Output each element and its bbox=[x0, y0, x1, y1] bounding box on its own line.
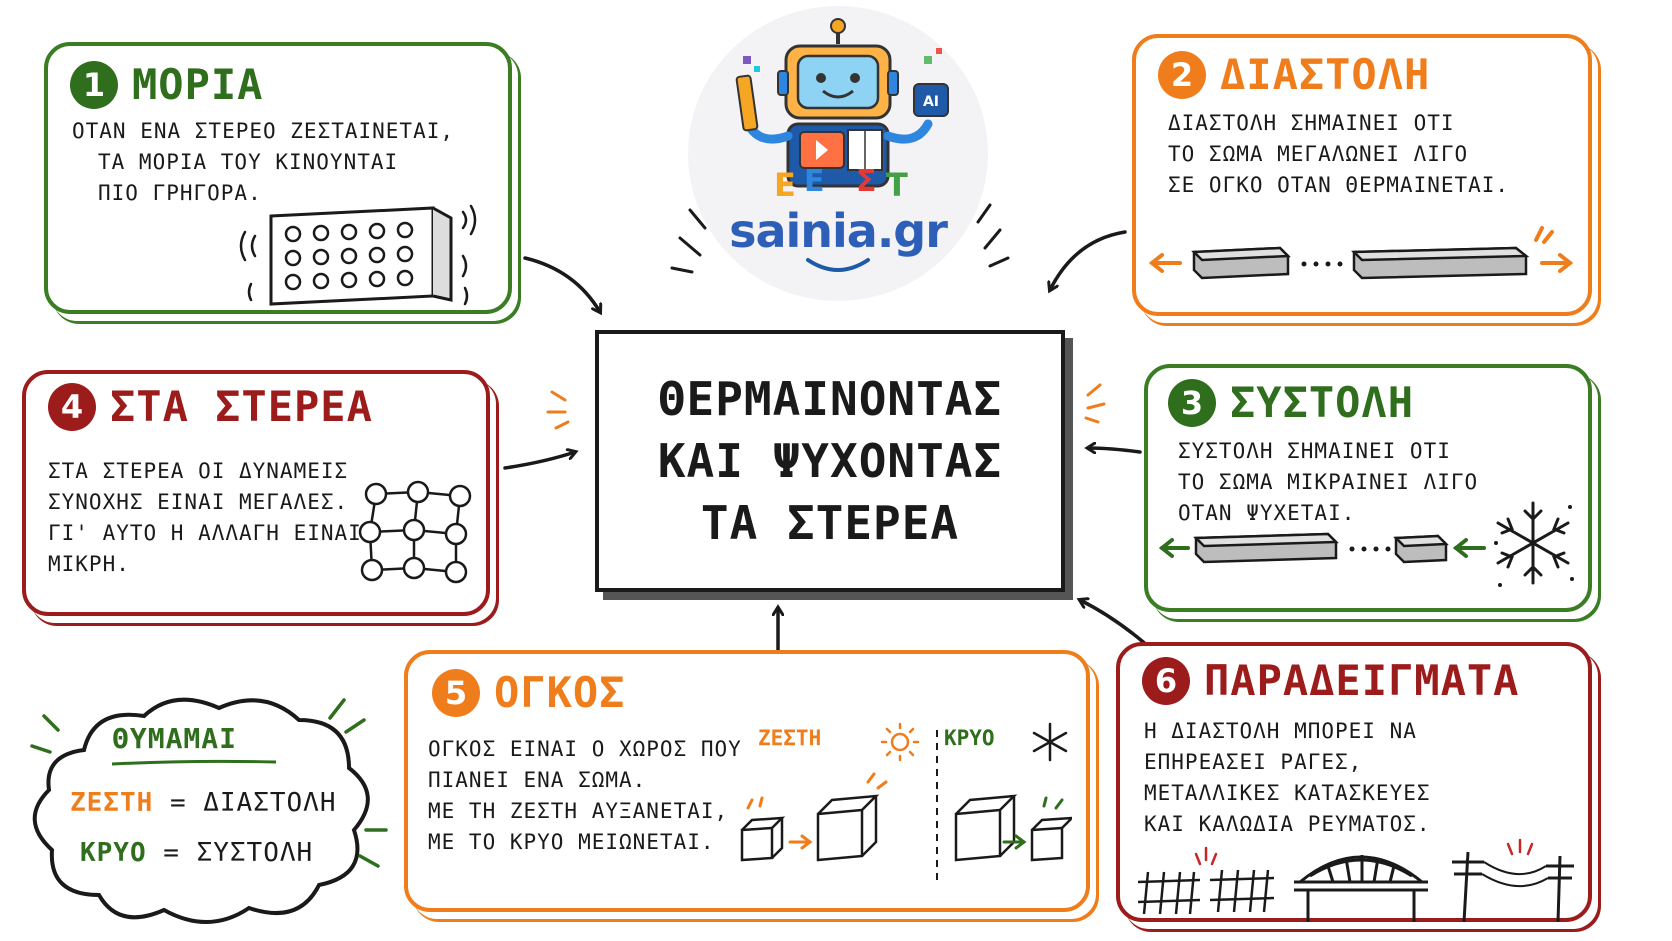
number-badge: 4 bbox=[48, 382, 96, 431]
card-expansion-header: 2 ΔΙΑΣΤΟΛΗ bbox=[1158, 50, 1430, 99]
card-volume-header: 5 ΟΓΚΟΣ bbox=[432, 668, 625, 717]
expanding-bar-icon bbox=[1148, 226, 1574, 280]
text-line: ΟΤΑΝ ΨΥΧΕΤΑΙ. bbox=[1178, 501, 1356, 525]
center-title-line-1: ΘΕΡΜΑΙΝΟΝΤΑΣ bbox=[657, 372, 1003, 426]
text-line: ΤΟ ΣΩΜΑ ΜΕΓΑΛΩΝΕΙ ΛΙΓΟ bbox=[1168, 142, 1469, 166]
card-text: ΣΤΑ ΣΤΕΡΕΑ ΟΙ ΔΥΝΑΜΕΙΣ ΣΥΝΟΧΗΣ ΕΙΝΑΙ ΜΕΓ… bbox=[48, 456, 362, 580]
sun-icon bbox=[880, 722, 920, 762]
lattice-icon bbox=[358, 480, 472, 584]
number-badge: 3 bbox=[1168, 378, 1216, 427]
arrow-from-4 bbox=[503, 452, 575, 470]
card-examples: 6 ΠΑΡΑΔΕΙΓΜΑΤΑ Η ΔΙΑΣΤΟΛΗ ΜΠΟΡΕΙ ΝΑ ΕΠΗΡ… bbox=[1116, 642, 1592, 923]
remember-cold: ΚΡΥΟ bbox=[80, 838, 147, 868]
logo-letter-1: Ε bbox=[774, 166, 796, 204]
card-title: ΣΤΑ ΣΤΕΡΕΑ bbox=[110, 382, 373, 431]
hot-label: ΖΕΣΤΗ bbox=[758, 726, 822, 750]
snowflake-icon bbox=[1494, 501, 1574, 587]
text-line: ΕΠΗΡΕΑΣΕΙ ΡΑΓΕΣ, bbox=[1144, 750, 1363, 774]
card-title: ΠΑΡΑΔΕΙΓΜΑΤΑ bbox=[1204, 656, 1520, 705]
logo-text: sainia.gr bbox=[729, 204, 948, 258]
card-molecules-header: 1 ΜΟΡΙΑ bbox=[70, 60, 263, 109]
thought-cloud bbox=[30, 697, 388, 924]
remember-title: ΘΥΜΑΜΑΙ bbox=[112, 722, 238, 755]
center-title-box: ΘΕΡΜΑΙΝΟΝΤΑΣ ΚΑΙ ΨΥΧΟΝΤΑΣ ΤΑ ΣΤΕΡΕΑ bbox=[595, 330, 1065, 592]
card-title: ΣΥΣΤΟΛΗ bbox=[1230, 378, 1415, 427]
arrow-from-2 bbox=[1050, 230, 1127, 290]
arrow-from-1 bbox=[523, 256, 600, 312]
text-line: Η ΔΙΑΣΤΟΛΗ ΜΠΟΡΕΙ ΝΑ bbox=[1144, 719, 1417, 743]
text-line: ΣΥΝΟΧΗΣ ΕΙΝΑΙ ΜΕΓΑΛΕΣ. bbox=[48, 490, 349, 514]
text-line: ΜΙΚΡΗ. bbox=[48, 552, 130, 576]
text-line: ΣΕ ΟΓΚΟ ΟΤΑΝ ΘΕΡΜΑΙΝΕΤΑΙ. bbox=[1168, 173, 1510, 197]
text-line: ΜΕ ΤΟ ΚΡΥΟ ΜΕΙΩΝΕΤΑΙ. bbox=[428, 830, 715, 854]
text-line: ΠΙΑΝΕΙ ΕΝΑ ΣΩΜΑ. bbox=[428, 768, 647, 792]
text-line: ΟΤΑΝ ΕΝΑ ΣΤΕΡΕΟ ΖΕΣΤΑΙΝΕΤΑΙ, bbox=[72, 119, 455, 143]
card-title: ΟΓΚΟΣ bbox=[494, 668, 626, 717]
card-title: ΔΙΑΣΤΟΛΗ bbox=[1220, 50, 1431, 99]
number-badge: 6 bbox=[1142, 656, 1190, 705]
logo-badge: AI Ε Ε Σ Τ sainia.gr bbox=[688, 6, 988, 301]
remember-hot: ΖΕΣΤΗ bbox=[70, 788, 154, 818]
number-badge: 2 bbox=[1158, 50, 1206, 99]
card-title: ΜΟΡΙΑ bbox=[132, 60, 264, 109]
card-text: ΣΥΣΤΟΛΗ ΣΗΜΑΙΝΕΙ ΟΤΙ ΤΟ ΣΩΜΑ ΜΙΚΡΑΙΝΕΙ Λ… bbox=[1178, 436, 1478, 529]
text-line: ΜΕΤΑΛΛΙΚΕΣ ΚΑΤΑΣΚΕΥΕΣ bbox=[1144, 781, 1431, 805]
equals-sign: = bbox=[169, 788, 187, 818]
card-solids: 4 ΣΤΑ ΣΤΕΡΕΑ ΣΤΑ ΣΤΕΡΕΑ ΟΙ ΔΥΝΑΜΕΙΣ ΣΥΝΟ… bbox=[22, 370, 490, 616]
card-molecules: 1 ΜΟΡΙΑ ΟΤΑΝ ΕΝΑ ΣΤΕΡΕΟ ΖΕΣΤΑΙΝΕΤΑΙ, ΤΑ … bbox=[44, 42, 512, 314]
card-text: ΟΤΑΝ ΕΝΑ ΣΤΕΡΕΟ ΖΕΣΤΑΙΝΕΤΑΙ, ΤΑ ΜΟΡΙΑ ΤΟ… bbox=[72, 116, 454, 209]
card-examples-header: 6 ΠΑΡΑΔΕΙΓΜΑΤΑ bbox=[1142, 656, 1519, 705]
power-pole-icon bbox=[1452, 851, 1574, 923]
logo-letter-3: Σ bbox=[856, 164, 877, 199]
text-line: ΔΙΑΣΤΟΛΗ ΣΗΜΑΙΝΕΙ ΟΤΙ bbox=[1168, 111, 1455, 135]
card-expansion: 2 ΔΙΑΣΤΟΛΗ ΔΙΑΣΤΟΛΗ ΣΗΜΑΙΝΕΙ ΟΤΙ ΤΟ ΣΩΜΑ… bbox=[1132, 34, 1592, 316]
text-line: ΜΕ ΤΗ ΖΕΣΤΗ ΑΥΞΑΝΕΤΑΙ, bbox=[428, 799, 729, 823]
remember-hot-result: ΔΙΑΣΤΟΛΗ bbox=[203, 788, 337, 818]
small-snowflake-icon bbox=[1032, 722, 1068, 762]
remember-cold-result: ΣΥΣΤΟΛΗ bbox=[196, 838, 314, 868]
text-line: ΤΟ ΣΩΜΑ ΜΙΚΡΑΙΝΕΙ ΛΙΓΟ bbox=[1178, 470, 1479, 494]
text-line: ΠΙΟ ΓΡΗΓΟΡΑ. bbox=[98, 181, 262, 205]
robot-icon: AI Ε Ε Σ Τ bbox=[735, 18, 949, 204]
volume-change-icons bbox=[740, 722, 1072, 880]
cold-label: ΚΡΥΟ bbox=[944, 726, 995, 750]
logo-smile bbox=[806, 258, 870, 272]
rails-icon bbox=[1137, 869, 1275, 915]
card-solids-header: 4 ΣΤΑ ΣΤΕΡΕΑ bbox=[48, 382, 373, 431]
number-badge: 1 bbox=[70, 60, 118, 109]
center-title-line-2: ΚΑΙ ΨΥΧΟΝΤΑΣ bbox=[657, 434, 1003, 488]
bridge-icon bbox=[1294, 855, 1428, 922]
card-text: Η ΔΙΑΣΤΟΛΗ ΜΠΟΡΕΙ ΝΑ ΕΠΗΡΕΑΣΕΙ ΡΑΓΕΣ, ΜΕ… bbox=[1144, 716, 1431, 840]
equals-sign: = bbox=[163, 838, 180, 868]
text-line: ΤΑ ΜΟΡΙΑ ΤΟΥ ΚΙΝΟΥΝΤΑΙ bbox=[98, 150, 399, 174]
contracting-bar-icon bbox=[1158, 532, 1486, 564]
text-line: ΚΑΙ ΚΑΛΩΔΙΑ ΡΕΥΜΑΤΟΣ. bbox=[1144, 812, 1431, 836]
text-line: ΣΤΑ ΣΤΕΡΕΑ ΟΙ ΔΥΝΑΜΕΙΣ bbox=[48, 459, 349, 483]
text-line: ΣΥΣΤΟΛΗ ΣΗΜΑΙΝΕΙ ΟΤΙ bbox=[1178, 439, 1451, 463]
card-text: ΟΓΚΟΣ ΕΙΝΑΙ Ο ΧΩΡΟΣ ΠΟΥ ΠΙΑΝΕΙ ΕΝΑ ΣΩΜΑ.… bbox=[428, 734, 742, 858]
card-volume: 5 ΟΓΚΟΣ ΟΓΚΟΣ ΕΙΝΑΙ Ο ΧΩΡΟΣ ΠΟΥ ΠΙΑΝΕΙ Ε… bbox=[404, 650, 1090, 912]
ai-chip-label: AI bbox=[923, 94, 939, 110]
arrow-from-3 bbox=[1088, 448, 1142, 452]
examples-icons bbox=[1137, 838, 1574, 923]
vibrating-block-icon bbox=[239, 204, 477, 306]
logo-letter-4: Τ bbox=[886, 166, 908, 204]
remember-cold-row: ΚΡΥΟ = ΣΥΣΤΟΛΗ bbox=[80, 838, 313, 868]
card-contraction-header: 3 ΣΥΣΤΟΛΗ bbox=[1168, 378, 1414, 427]
logo-letter-2: Ε bbox=[804, 164, 825, 199]
number-badge: 5 bbox=[432, 668, 480, 717]
center-title-line-3: ΤΑ ΣΤΕΡΕΑ bbox=[700, 496, 960, 550]
text-line: ΓΙ' ΑΥΤΟ Η ΑΛΛΑΓΗ ΕΙΝΑΙ bbox=[48, 521, 362, 545]
card-contraction: 3 ΣΥΣΤΟΛΗ ΣΥΣΤΟΛΗ ΣΗΜΑΙΝΕΙ ΟΤΙ ΤΟ ΣΩΜΑ Μ… bbox=[1144, 364, 1592, 612]
text-line: ΟΓΚΟΣ ΕΙΝΑΙ Ο ΧΩΡΟΣ ΠΟΥ bbox=[428, 737, 742, 761]
card-text: ΔΙΑΣΤΟΛΗ ΣΗΜΑΙΝΕΙ ΟΤΙ ΤΟ ΣΩΜΑ ΜΕΓΑΛΩΝΕΙ … bbox=[1168, 108, 1509, 201]
remember-hot-row: ΖΕΣΤΗ = ΔΙΑΣΤΟΛΗ bbox=[70, 788, 336, 818]
